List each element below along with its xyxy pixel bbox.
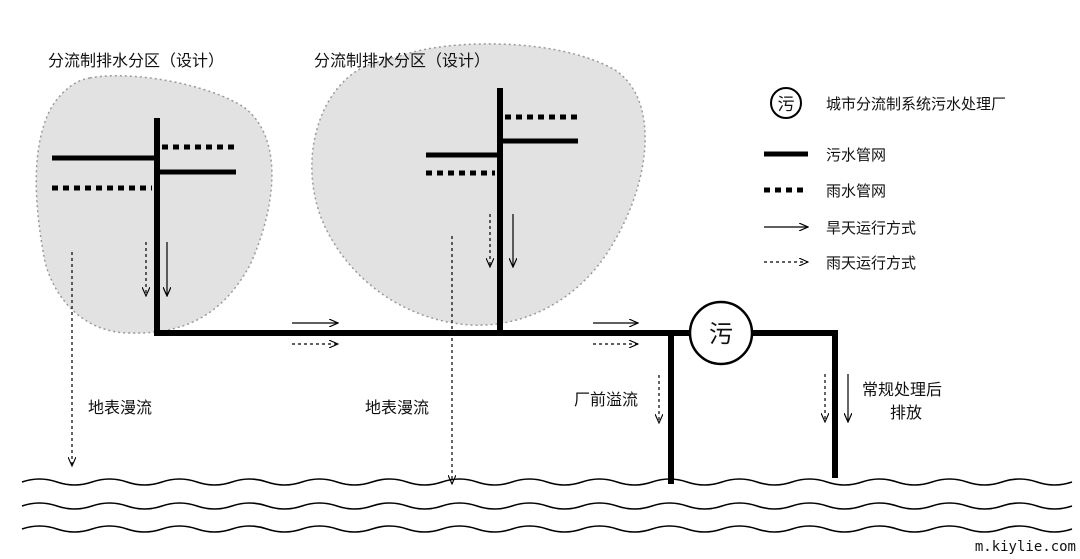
plant-symbol-label: 污 [709,320,733,348]
legend-plant-icon [770,87,802,119]
legend-dry-label: 旱天运行方式 [826,219,916,237]
legend-storm-label: 雨水管网 [826,182,886,200]
discharge-label-line-2: 排放 [890,403,922,422]
wave-line-1 [21,478,1073,486]
discharge-label-line-1: 常规处理后 [862,380,942,399]
zone-2-runoff-label: 地表漫流 [365,398,429,417]
zone-1-pipes [52,118,236,336]
wave-line-2 [21,502,1073,510]
wave-line-3 [21,525,1073,533]
zone-2-title: 分流制排水分区（设计） [314,51,490,70]
legend-wet-label: 雨天运行方式 [826,254,916,272]
zone-2-pipes [426,88,578,336]
overflow-pipe [668,330,690,484]
drainage-zone-2 [311,43,646,326]
treatment-plant: 污 [688,300,754,366]
overflow-label: 厂前溢流 [574,390,638,409]
discharge-pipe [752,330,838,478]
zone-1-title: 分流制排水分区（设计） [48,51,224,70]
legend-plant-icon-symbol: 污 [778,95,795,115]
legend-plant-label: 城市分流制系统污水处理厂 [826,95,1006,113]
legend: 污 城市分流制系统污水处理厂 污水管网 雨水管网 旱天运行方式 雨天运行方式 [764,87,1006,272]
legend-sewage-label: 污水管网 [826,146,886,164]
plant-circle [688,300,754,366]
watermark: m.kiylie.com [975,539,1076,555]
main-sewer [154,330,838,484]
receiving-water [21,478,1073,533]
zone-1-runoff-label: 地表漫流 [88,398,152,417]
